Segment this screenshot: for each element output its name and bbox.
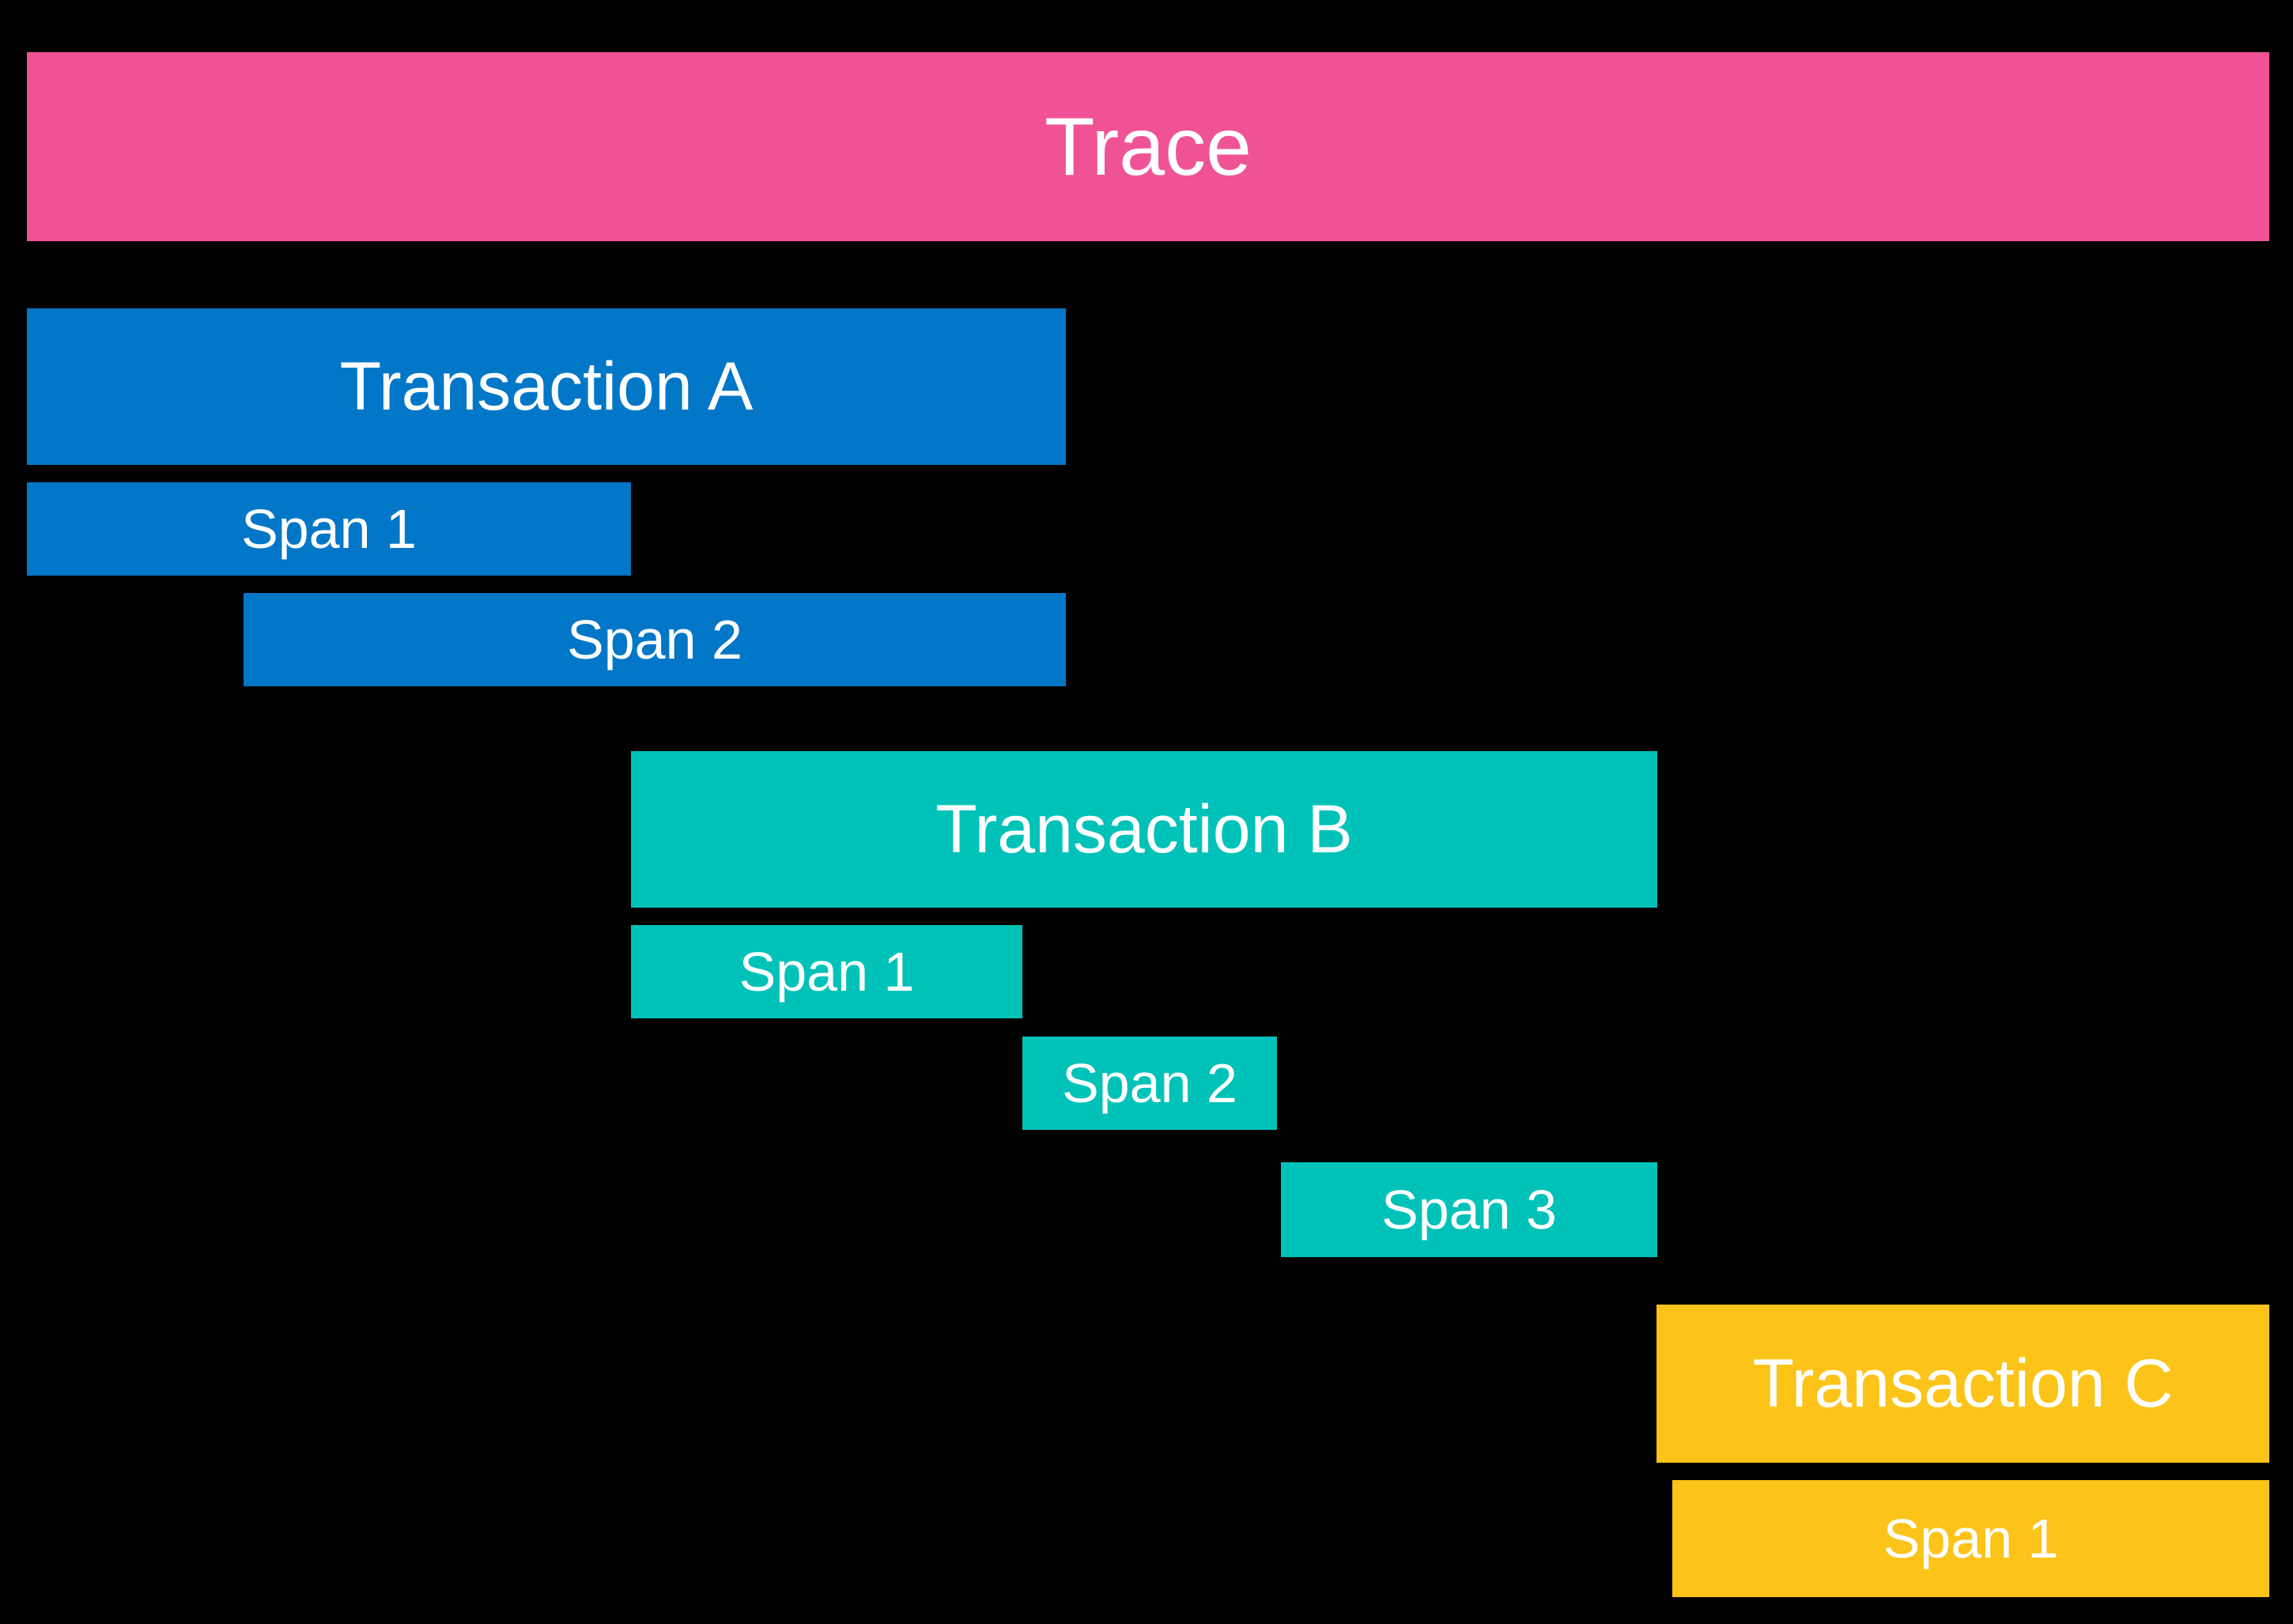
span-bar-transaction-b-span-3: Span 3	[1281, 1162, 1657, 1257]
bar-label: Span 2	[1062, 1052, 1237, 1114]
span-bar-transaction-a-span-2: Span 2	[244, 593, 1066, 686]
bar-label: Transaction B	[935, 791, 1353, 867]
transaction-bar-transaction-b: Transaction B	[631, 751, 1657, 908]
span-bar-transaction-b-span-1: Span 1	[631, 925, 1022, 1018]
span-bar-transaction-a-span-1: Span 1	[27, 482, 631, 576]
bar-label: Trace	[1045, 100, 1252, 193]
bar-label: Span 3	[1381, 1179, 1557, 1241]
bar-label: Span 1	[1883, 1508, 2059, 1569]
bar-label: Span 2	[567, 609, 742, 670]
bar-label: Span 1	[739, 941, 915, 1003]
span-bar-transaction-c-span-1: Span 1	[1672, 1480, 2269, 1597]
bar-label: Span 1	[241, 498, 417, 560]
transaction-bar-transaction-a: Transaction A	[27, 308, 1066, 465]
span-bar-transaction-b-span-2: Span 2	[1022, 1037, 1277, 1130]
transaction-bar-transaction-c: Transaction C	[1656, 1305, 2269, 1463]
bar-label: Transaction C	[1752, 1346, 2174, 1422]
trace-bar: Trace	[27, 52, 2269, 241]
bar-label: Transaction A	[339, 349, 754, 425]
